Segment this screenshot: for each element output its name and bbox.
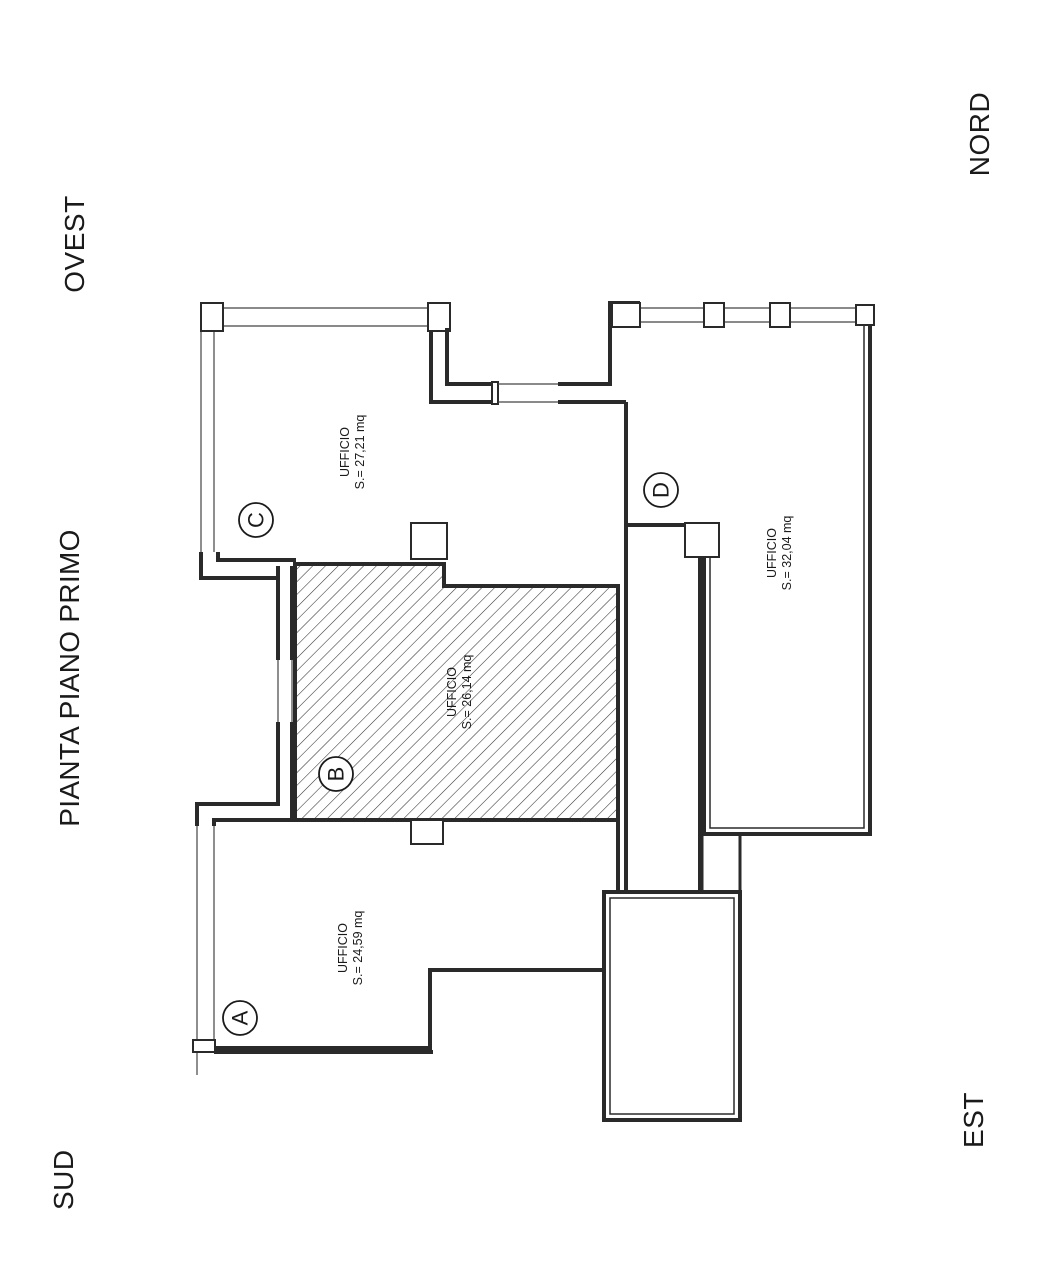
room-c-walls	[199, 301, 640, 580]
svg-text:UFFICIO: UFFICIO	[765, 528, 779, 578]
room-label-d: UFFICIO S.= 32,04 mq	[765, 516, 794, 591]
room-label-c: UFFICIO S.= 27,21 mq	[338, 415, 367, 490]
room-marker-d: D	[643, 472, 679, 508]
svg-text:A: A	[228, 1010, 253, 1025]
svg-text:UFFICIO: UFFICIO	[336, 923, 350, 973]
room-label-b: UFFICIO S.= 26,14 mq	[445, 655, 474, 730]
svg-text:S.= 24,59 mq: S.= 24,59 mq	[351, 911, 365, 986]
svg-text:UFFICIO: UFFICIO	[445, 667, 459, 717]
room-label-a: UFFICIO S.= 24,59 mq	[336, 911, 365, 986]
svg-text:S.= 26,14 mq: S.= 26,14 mq	[460, 655, 474, 730]
room-a-walls	[192, 802, 604, 1075]
room-marker-b: B	[318, 756, 354, 792]
corridor-walls	[602, 402, 742, 1122]
svg-text:D: D	[649, 482, 674, 498]
room-marker-a: A	[222, 1000, 258, 1036]
svg-text:S.= 32,04 mq: S.= 32,04 mq	[780, 516, 794, 591]
svg-text:B: B	[324, 767, 349, 782]
svg-text:C: C	[244, 512, 269, 528]
room-d-walls	[611, 302, 875, 836]
room-marker-c: C	[238, 502, 274, 538]
svg-text:S.= 27,21 mq: S.= 27,21 mq	[353, 415, 367, 490]
svg-text:UFFICIO: UFFICIO	[338, 427, 352, 477]
